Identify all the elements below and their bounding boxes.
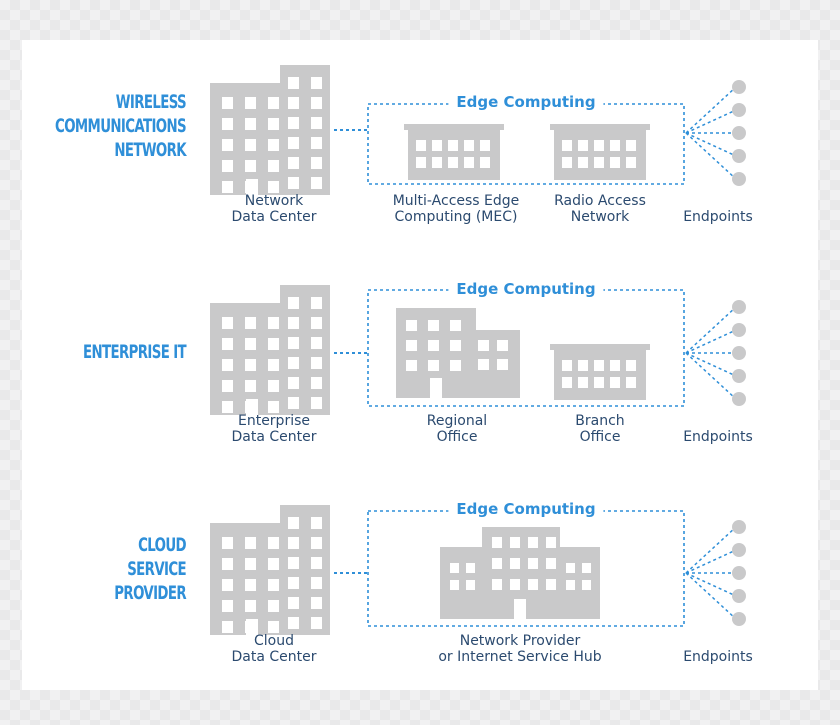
row-cloud: CLOUD SERVICE PROVIDER Cloud Data Center… (22, 500, 818, 725)
connector-line (334, 129, 370, 131)
endpoints-caption: Endpoints (683, 649, 753, 665)
service-hub-building-icon (440, 527, 600, 619)
endpoints-icon (685, 80, 746, 186)
row-enterprise: ENTERPRISE IT Enterprise Data Center Edg… (22, 280, 818, 505)
connector-line (334, 572, 370, 574)
endpoints-caption: Endpoints (683, 209, 753, 225)
row-label: WIRELESS COMMUNICATIONS NETWORK (55, 91, 187, 161)
edge-computing-title: Edge Computing (448, 280, 604, 298)
edge-computing-title: Edge Computing (448, 93, 604, 111)
connector-line (334, 352, 370, 354)
mec-building-icon (404, 124, 504, 180)
row-wireless: WIRELESS COMMUNICATIONS NETWORK Network … (22, 65, 818, 285)
data-center-building-icon (210, 285, 330, 415)
data-center-caption: Enterprise Data Center (231, 413, 317, 445)
endpoints-caption: Endpoints (683, 429, 753, 445)
data-center-building-icon (210, 505, 330, 635)
endpoints-icon (685, 300, 746, 406)
branch-office-caption: Branch Office (575, 413, 625, 445)
data-center-caption: Network Data Center (231, 193, 317, 225)
data-center-caption: Cloud Data Center (231, 633, 317, 665)
edge-computing-title: Edge Computing (448, 500, 604, 518)
ran-building-icon (550, 124, 650, 180)
mec-caption: Multi-Access Edge Computing (MEC) (392, 193, 520, 225)
row-label: ENTERPRISE IT (82, 341, 187, 363)
service-hub-caption: Network Provider or Internet Service Hub (438, 633, 602, 665)
regional-office-caption: Regional Office (426, 413, 488, 445)
data-center-building-icon (210, 65, 330, 195)
ran-caption: Radio Access Network (554, 193, 646, 225)
row-label: CLOUD SERVICE PROVIDER (114, 534, 186, 604)
endpoints-icon (685, 520, 746, 626)
regional-office-building-icon (396, 308, 520, 398)
diagram-panel: WIRELESS COMMUNICATIONS NETWORK Network … (22, 40, 818, 690)
branch-office-building-icon (550, 344, 650, 400)
